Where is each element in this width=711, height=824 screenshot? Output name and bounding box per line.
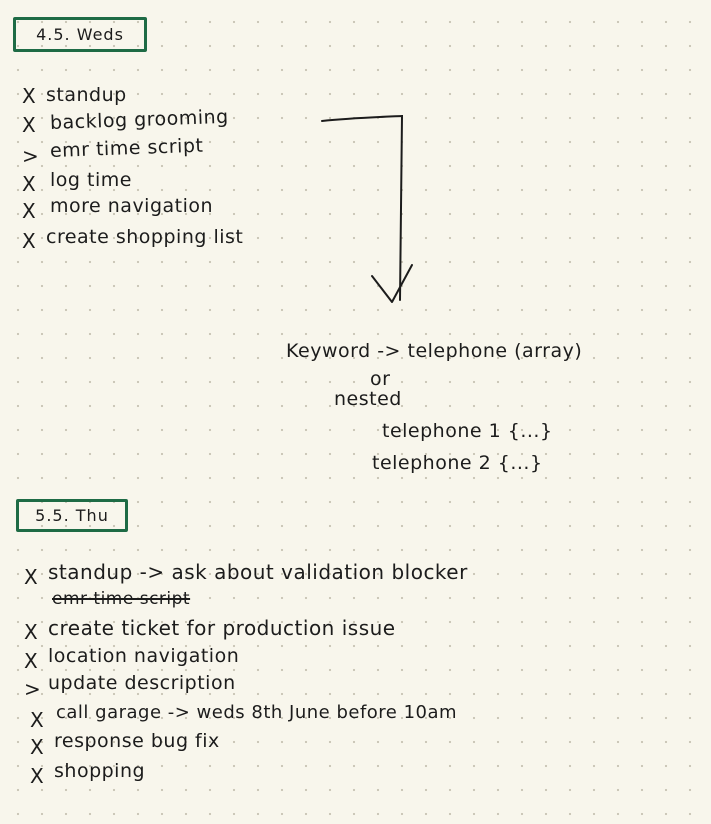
task-mark: X bbox=[24, 649, 38, 673]
task-item: call garage -> weds 8th June before 10am bbox=[56, 702, 458, 723]
note-line-or: or bbox=[370, 368, 391, 390]
note-line-nested: nested bbox=[334, 388, 402, 410]
task-item: standup bbox=[46, 84, 127, 106]
task-mark: X bbox=[24, 620, 38, 644]
task-mark: X bbox=[22, 113, 36, 137]
task-mark: X bbox=[30, 735, 44, 759]
task-item: update description bbox=[48, 672, 236, 694]
task-mark: X bbox=[22, 84, 36, 108]
task-item: shopping bbox=[54, 760, 146, 782]
task-mark: > bbox=[22, 144, 39, 168]
task-item: location navigation bbox=[48, 645, 240, 667]
task-item: response bug fix bbox=[54, 730, 220, 752]
date-header-weds: 4.5. Weds bbox=[13, 17, 147, 52]
task-item: create ticket for production issue bbox=[48, 616, 396, 640]
task-mark: X bbox=[30, 764, 44, 788]
task-mark: > bbox=[24, 677, 41, 701]
note-line-telephone-2: telephone 2 {...} bbox=[372, 452, 543, 474]
task-item: more navigation bbox=[50, 195, 214, 217]
task-item: standup -> ask about validation blocker bbox=[48, 560, 468, 584]
task-mark: X bbox=[22, 199, 36, 223]
note-line-telephone-1: telephone 1 {...} bbox=[382, 420, 553, 442]
task-mark: X bbox=[24, 565, 38, 589]
task-item: create shopping list bbox=[46, 226, 244, 248]
task-mark: X bbox=[30, 708, 44, 732]
task-mark: X bbox=[22, 229, 36, 253]
date-header-thu: 5.5. Thu bbox=[16, 499, 128, 532]
task-item: log time bbox=[50, 169, 132, 191]
task-mark: X bbox=[22, 172, 36, 196]
note-line-keyword: Keyword -> telephone (array) bbox=[286, 340, 583, 362]
task-item-struck: emr time script bbox=[52, 589, 191, 609]
